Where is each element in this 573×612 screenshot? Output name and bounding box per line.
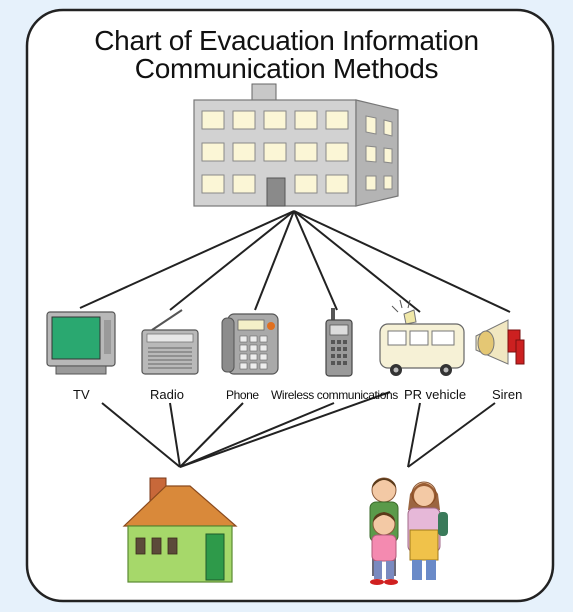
connector-building-phone xyxy=(254,210,295,311)
diagram-panel xyxy=(25,8,555,603)
label-pr-vehicle: PR vehicle xyxy=(404,387,467,402)
label-siren: Siren xyxy=(492,387,523,402)
tv-icon xyxy=(46,311,116,375)
connector-building-siren xyxy=(293,210,511,313)
connectors-family xyxy=(407,402,496,468)
pr-vehicle-icon xyxy=(379,299,465,376)
connectors-house xyxy=(101,391,391,468)
connector-wireless-house xyxy=(179,402,335,468)
connector-building-wireless xyxy=(293,210,338,311)
connector-building-pr-vehicle xyxy=(293,210,421,313)
connector-tv-house xyxy=(101,402,181,468)
label-tv: TV xyxy=(73,387,90,402)
connector-building-radio xyxy=(169,210,295,311)
label-phone: Phone xyxy=(226,388,259,402)
connector-radio-house xyxy=(169,402,181,468)
diagram-title-line-1: Chart of Evacuation Information xyxy=(94,25,479,56)
connector-prvehicle-family xyxy=(407,402,421,468)
label-wireless-communications: Wireless communications xyxy=(271,388,398,402)
connector-phone-house xyxy=(179,402,244,468)
connector-prvehicle-house xyxy=(179,391,391,468)
government-building-icon xyxy=(193,83,399,207)
connector-building-tv xyxy=(79,210,295,309)
diagram-title-line-2: Communication Methods xyxy=(134,53,439,84)
siren-icon xyxy=(475,319,525,365)
house-icon xyxy=(122,477,238,583)
walkie-talkie-icon xyxy=(325,308,353,377)
label-radio: Radio xyxy=(150,387,184,402)
phone-icon xyxy=(221,313,279,375)
connectors-building xyxy=(79,210,511,313)
family-icon xyxy=(369,477,448,585)
radio-icon xyxy=(141,309,199,375)
connector-siren-family xyxy=(407,402,496,468)
